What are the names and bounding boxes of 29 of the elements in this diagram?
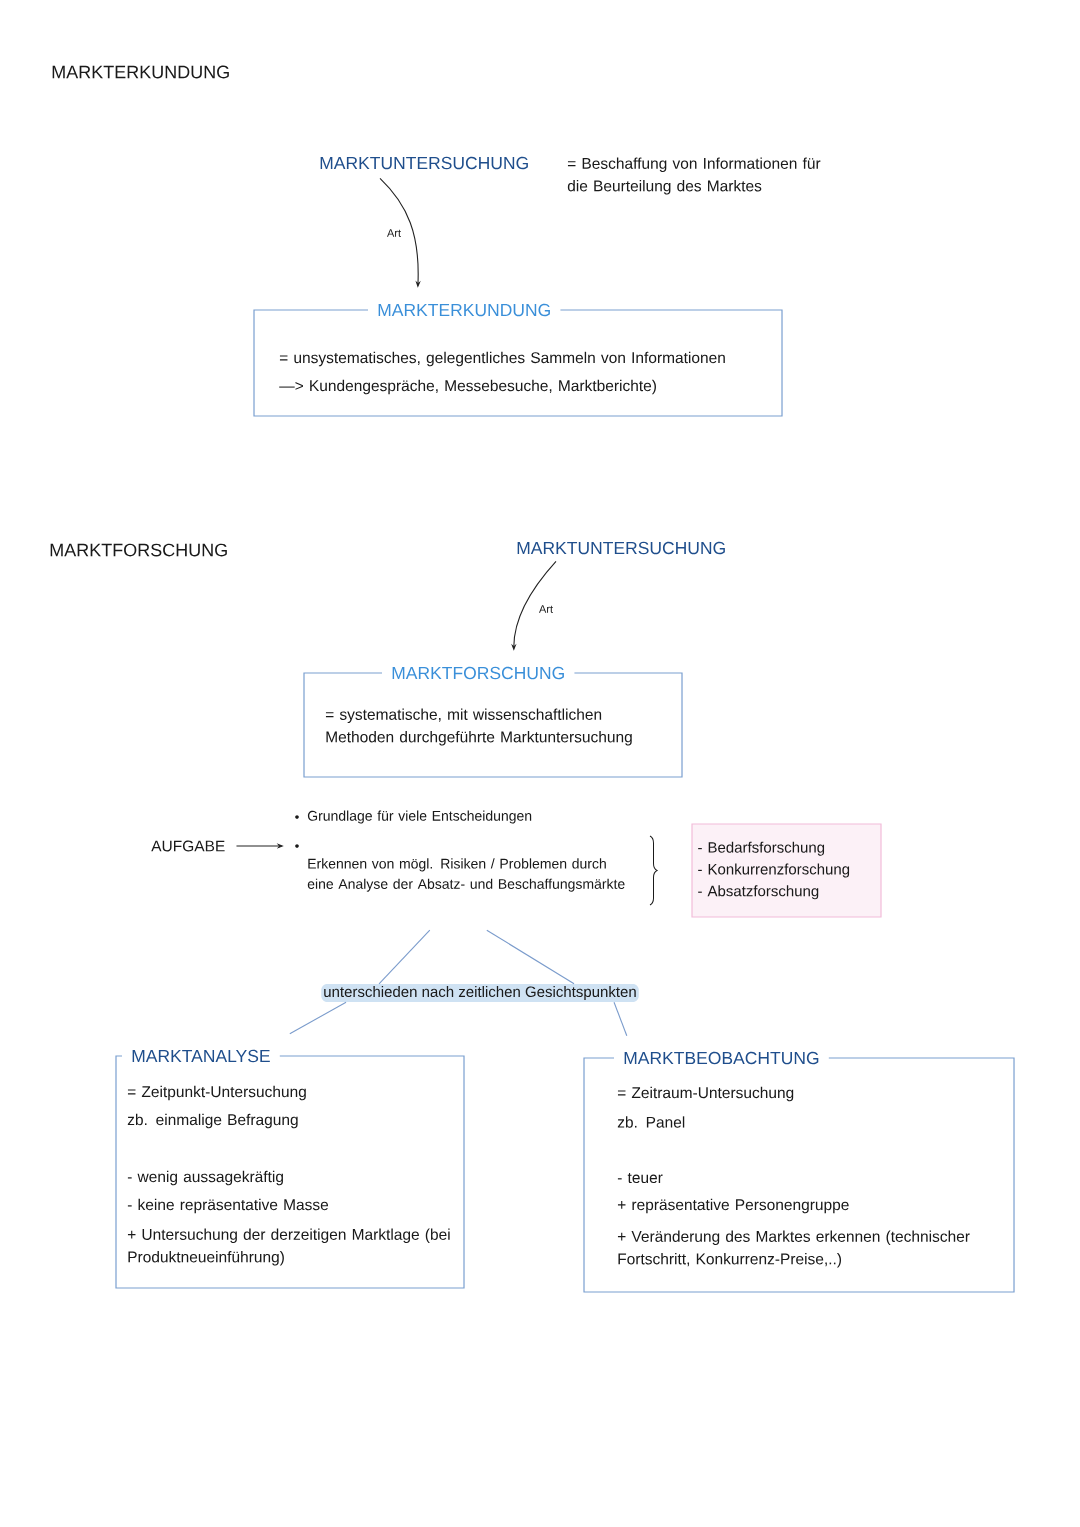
connector-line — [289, 1001, 347, 1035]
box-text: zb. einmalige Befragung — [127, 1113, 298, 1129]
definition-text: = Beschaffung von Informationen für die Beurteilung des Marktes — [567, 157, 821, 195]
box-text: = systematische, mit wissenschaftlichen Methoden durchgeführte Marktuntersuchung — [325, 708, 632, 746]
list-item: Grundlage für viele Entscheidungen — [307, 810, 532, 824]
connector-line — [486, 929, 575, 985]
connector-line — [613, 1001, 628, 1037]
section-heading: MARKTERKUNDUNG — [52, 65, 229, 79]
edge-label: Art — [538, 604, 555, 614]
section-heading: MARKTFORSCHUNG — [50, 543, 227, 557]
box-text: = Zeitraum-Untersuchung — [617, 1086, 794, 1102]
box-text: - keine repräsentative Masse — [127, 1198, 329, 1214]
box-text: - teuer — [617, 1172, 663, 1184]
highlighted-text: unterschieden nach zeitlichen Gesichtspunkten — [321, 984, 639, 1002]
connector-line — [378, 929, 431, 985]
label-text: AUFGABE — [151, 840, 225, 852]
list-item: Erkennen von mögl. Risiken / Problemen durch eine Analyse der Absatz- und Beschaffungsmärkte — [307, 858, 625, 892]
edge-label: Art — [386, 228, 403, 238]
box-text: + Untersuchung der derzeitigen Marktlage (bei Produktneueinführung) — [127, 1228, 450, 1266]
note-box: - Bedarfsforschung - Konkurrenzforschung - Absatzforschung — [691, 823, 882, 918]
heading-text: MARKTUNTERSUCHUNG — [320, 156, 528, 170]
box-text: = unsystematisches, gelegentliches Sammeln von Informationen — [279, 351, 725, 367]
box-text: - wenig aussagekräftig — [127, 1170, 283, 1186]
box-text: —> Kundengespräche, Messebesuche, Marktberichte) — [279, 379, 656, 395]
box-text: zb. Panel — [617, 1116, 685, 1128]
box-text: = Zeitpunkt-Untersuchung — [127, 1085, 306, 1101]
box-text: + Veränderung des Marktes erkennen (technischer Fortschritt, Konkurrenz-Preise,..) — [617, 1230, 970, 1268]
box-text: + repräsentative Personengruppe — [617, 1198, 849, 1214]
heading-text: MARKTUNTERSUCHUNG — [517, 541, 725, 555]
